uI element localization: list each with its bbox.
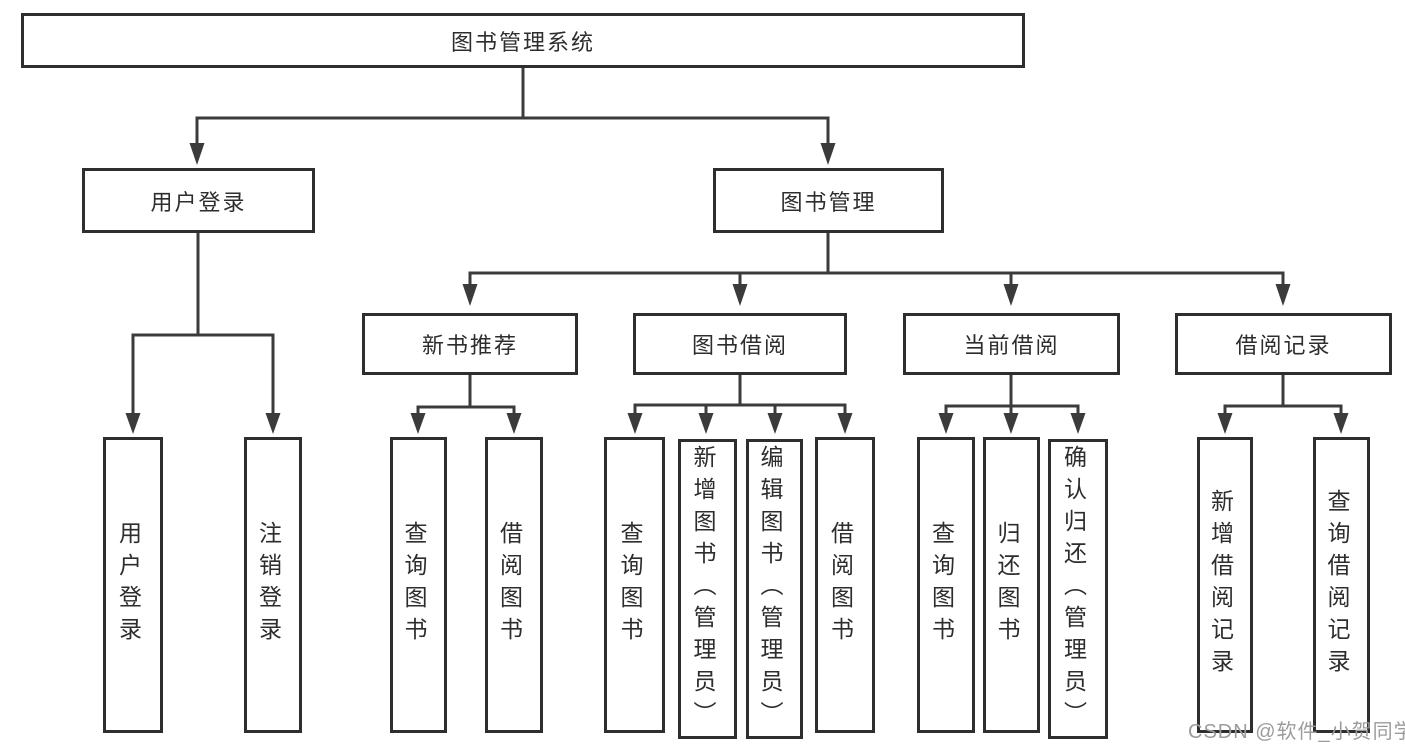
edge-root-bracket <box>195 116 830 146</box>
arrow-icon <box>1217 413 1233 434</box>
edge-mgmt-bracket <box>468 271 1285 288</box>
leaf-confirm-return-admin: 确认归还（管理员） <box>1048 439 1108 739</box>
edge-nb-bracket <box>416 405 516 418</box>
leaf-return-books: 归还图书 <box>983 437 1040 733</box>
connector-lines <box>131 66 1343 418</box>
node-label: 图书管理系统 <box>450 29 595 55</box>
arrow-icon <box>265 413 281 434</box>
arrow-icon <box>627 413 643 434</box>
node-label: 用户登录 <box>115 521 142 649</box>
node-label: 归还图书 <box>994 521 1020 649</box>
node-label: 借阅图书 <box>827 521 854 649</box>
node-user-login: 用户登录 <box>82 168 315 233</box>
node-label: 新书推荐 <box>421 333 518 358</box>
arrow-icon <box>1070 413 1086 434</box>
arrow-icon <box>462 284 478 306</box>
arrow-icon <box>698 413 714 434</box>
arrow-icon <box>1275 284 1291 306</box>
arrow-icon <box>410 413 426 434</box>
node-label: 确认归还（管理员） <box>1060 445 1087 733</box>
node-label: 查询图书 <box>617 521 643 649</box>
leaf-query-books-3: 查询图书 <box>917 437 975 733</box>
node-label: 借阅记录 <box>1235 333 1332 358</box>
edge-login-bracket <box>131 333 275 418</box>
node-label: 借阅图书 <box>496 521 523 649</box>
node-label: 注销登录 <box>255 521 282 649</box>
arrow-icon <box>1333 413 1349 434</box>
node-label: 图书借阅 <box>691 333 788 358</box>
leaf-edit-books-admin: 编辑图书（管理员） <box>746 439 803 739</box>
node-new-book-recommend: 新书推荐 <box>362 313 578 375</box>
arrowheads <box>125 143 1349 434</box>
node-label: 新增借阅记录 <box>1207 489 1234 681</box>
leaf-user-login: 用户登录 <box>103 437 163 733</box>
node-label: 编辑图书（管理员） <box>757 445 783 733</box>
arrow-icon <box>732 284 748 306</box>
leaf-borrow-books: 借阅图书 <box>485 437 543 733</box>
arrow-icon <box>837 413 853 434</box>
arrow-icon <box>767 413 783 434</box>
node-label: 当前借阅 <box>963 333 1060 358</box>
leaf-query-books: 查询图书 <box>390 437 447 733</box>
leaf-logout: 注销登录 <box>244 437 302 733</box>
arrow-icon <box>125 413 141 434</box>
node-borrow-records: 借阅记录 <box>1175 313 1392 375</box>
edge-bb-bracket <box>633 403 847 418</box>
leaf-add-books-admin: 新增图书（管理员） <box>678 439 737 739</box>
arrow-icon <box>1003 413 1019 434</box>
arrow-icon <box>938 413 954 434</box>
node-root-system: 图书管理系统 <box>21 13 1025 68</box>
node-label: 图书管理 <box>780 189 877 215</box>
node-current-borrow: 当前借阅 <box>903 313 1120 375</box>
node-label: 用户登录 <box>150 189 247 215</box>
arrow-icon <box>506 413 522 434</box>
edge-br-bracket <box>1223 404 1343 418</box>
node-label: 查询图书 <box>928 521 955 649</box>
leaf-borrow-books-2: 借阅图书 <box>815 437 875 733</box>
leaf-query-borrow-record: 查询借阅记录 <box>1313 437 1370 733</box>
arrow-icon <box>1003 284 1019 306</box>
leaf-query-books-2: 查询图书 <box>604 437 665 733</box>
arrow-icon <box>820 143 836 165</box>
node-book-management: 图书管理 <box>713 168 944 233</box>
leaf-add-borrow-record: 新增借阅记录 <box>1197 437 1253 733</box>
node-book-borrow: 图书借阅 <box>633 313 847 375</box>
node-label: 查询借阅记录 <box>1324 489 1350 681</box>
arrow-icon <box>189 143 205 165</box>
node-label: 查询图书 <box>401 521 427 649</box>
node-label: 新增图书（管理员） <box>690 445 716 733</box>
